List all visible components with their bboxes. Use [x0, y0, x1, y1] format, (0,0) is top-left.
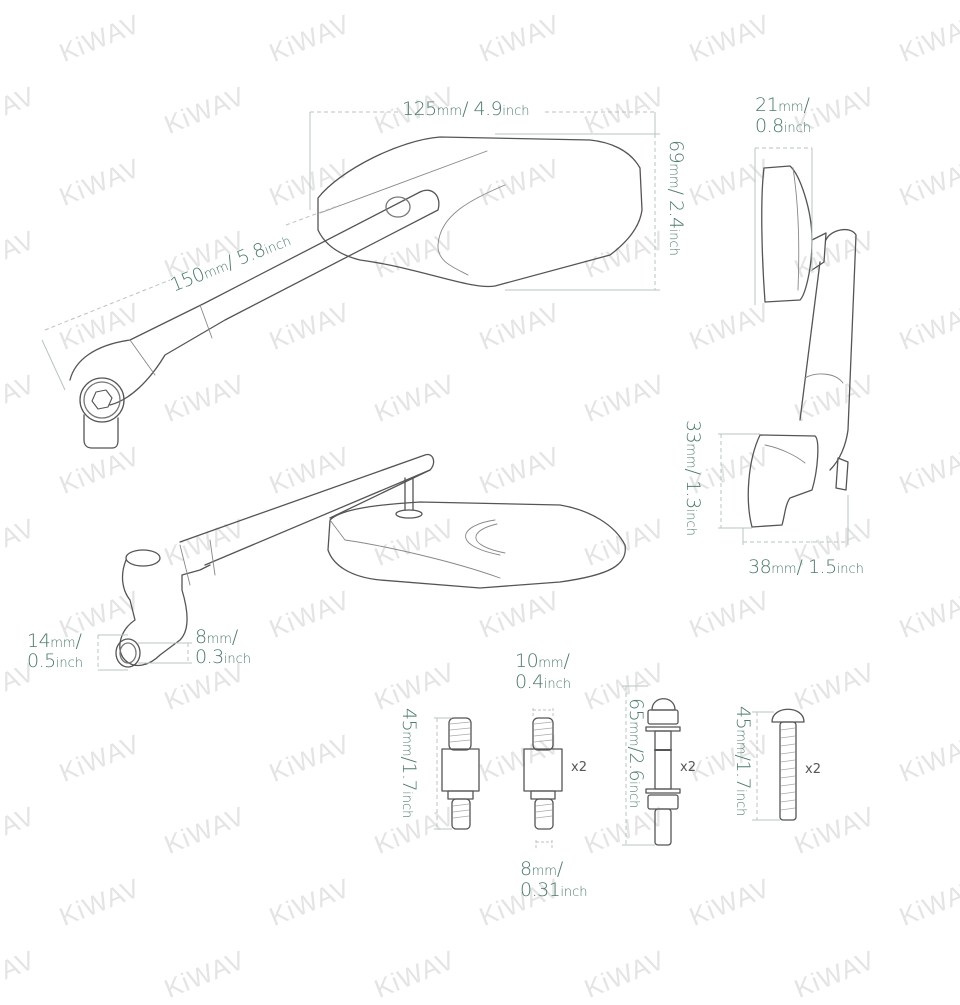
- dim-mount-outer: 14mm/ 0.5inch: [27, 630, 83, 672]
- perspective-view: [115, 453, 626, 668]
- dim-mirror-depth: 21mm/ 0.8inch: [755, 94, 811, 137]
- front-view-arm: [69, 189, 440, 449]
- qty-screw: x2: [805, 762, 821, 777]
- dim-mount-hole: 8mm/ 0.3inch: [195, 626, 251, 668]
- product-drawings: [41, 111, 857, 848]
- dim-long-bolt-length: 65mm/2.6inch: [625, 698, 647, 809]
- dim-adapter-1-length: 45mm/1.7inch: [398, 708, 420, 819]
- front-view-mirror: [317, 136, 643, 288]
- long-bolt-drawing: [645, 698, 681, 846]
- dim-adapter-2-top: 10mm/ 0.4inch: [515, 650, 571, 693]
- dim-mount-width: 38mm/ 1.5inch: [748, 556, 864, 578]
- adapter-2-drawing: [523, 717, 563, 830]
- adapter-1-drawing: [441, 717, 480, 830]
- dim-screw-length: 45mm/1.7inch: [732, 706, 754, 817]
- dim-adapter-2-bottom: 8mm/ 0.31inch: [520, 858, 588, 901]
- qty-long-bolt: x2: [680, 760, 696, 775]
- side-view: [747, 165, 857, 528]
- dim-mount-height: 33mm/ 1.3inch: [682, 420, 704, 536]
- dim-mirror-width: 125mm/ 4.9inch: [402, 98, 530, 120]
- screw-drawing: [771, 708, 805, 821]
- dim-mirror-height: 69mm/ 2.4inch: [665, 140, 687, 256]
- qty-adapter-2: x2: [571, 760, 587, 775]
- dimension-lines: [41, 111, 849, 848]
